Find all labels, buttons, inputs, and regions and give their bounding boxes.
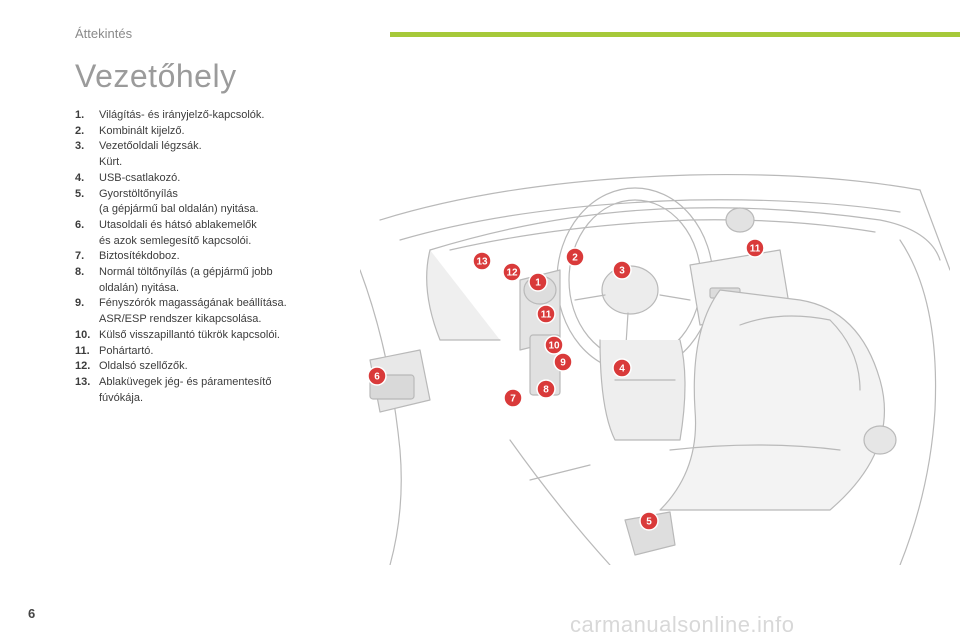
callout-label: 12 <box>506 268 518 279</box>
legend-text: Pohártartó. <box>99 344 154 357</box>
legend-number: 5. <box>75 187 85 200</box>
callout-label: 13 <box>476 257 488 268</box>
legend-item-5: 5. Gyorstöltőnyílás (a gépjármű bal olda… <box>75 187 335 218</box>
legend-item-2: 2. Kombinált kijelző. <box>75 124 335 140</box>
legend-number: 6. <box>75 218 85 231</box>
legend-number: 7. <box>75 250 85 263</box>
legend-number: 9. <box>75 297 85 310</box>
legend-text: oldalán) nyitása. <box>99 281 180 294</box>
callout-label: 9 <box>560 358 566 369</box>
callout-13: 13 <box>472 251 492 271</box>
callout-label: 3 <box>619 266 625 277</box>
legend-list: 1. Világítás- és irányjelző-kapcsolók. 2… <box>75 108 335 406</box>
legend-text: (a gépjármű bal oldalán) nyitása. <box>99 203 259 216</box>
legend-item-8: 8. Normál töltőnyílás (a gépjármű jobb o… <box>75 265 335 296</box>
callout-label: 1 <box>535 278 541 289</box>
legend-item-3: 3. Vezetőoldali légzsák. Kürt. <box>75 139 335 170</box>
legend-text: Világítás- és irányjelző-kapcsolók. <box>99 109 265 121</box>
legend-text: Fényszórók magasságának beállítása. <box>99 297 287 310</box>
legend-item-7: 7. Biztosítékdoboz. <box>75 249 335 265</box>
watermark: carmanualsonline.info <box>570 612 795 637</box>
legend-item-1: 1. Világítás- és irányjelző-kapcsolók. <box>75 108 335 124</box>
legend-number: 10. <box>75 328 91 341</box>
section-header: Áttekintés <box>75 26 133 41</box>
legend-number: 8. <box>75 266 85 279</box>
callout-label: 4 <box>619 364 625 375</box>
legend-text: Utasoldali és hátsó ablakemelők <box>99 218 257 231</box>
legend-text: Kombinált kijelző. <box>99 124 185 137</box>
legend-text: Kürt. <box>99 156 123 169</box>
page-number: 6 <box>28 606 36 621</box>
legend-text: Gyorstöltőnyílás <box>99 187 178 200</box>
callout-7: 7 <box>503 388 523 408</box>
legend-number: 11. <box>75 344 90 357</box>
callout-11-left: 11 <box>536 304 556 324</box>
callout-label: 11 <box>750 244 761 255</box>
legend-item-6: 6. Utasoldali és hátsó ablakemelők és az… <box>75 218 335 249</box>
callout-9: 9 <box>553 352 573 372</box>
legend-text: USB-csatlakozó. <box>99 171 181 184</box>
legend-text: Külső visszapillantó tükrök kapcsolói. <box>99 328 280 341</box>
legend-item-11: 11. Pohártartó. <box>75 344 335 360</box>
callout-label: 11 <box>541 310 552 321</box>
callout-10: 10 <box>544 335 564 355</box>
callout-3: 3 <box>612 260 632 280</box>
callout-8: 8 <box>536 379 556 399</box>
legend-text: Vezetőoldali légzsák. <box>99 140 202 153</box>
callout-label: 8 <box>543 385 549 396</box>
legend-text: Oldalsó szellőzők. <box>99 360 188 373</box>
callout-11-right: 11 <box>745 238 765 258</box>
legend-number: 2. <box>75 124 85 137</box>
callout-label: 6 <box>374 372 380 383</box>
legend-item-10: 10. Külső visszapillantó tükrök kapcsoló… <box>75 328 335 344</box>
legend-number: 3. <box>75 140 85 153</box>
callout-5: 5 <box>639 511 659 531</box>
callout-label: 10 <box>548 341 560 352</box>
legend-number: 12. <box>75 360 91 373</box>
callout-4: 4 <box>612 358 632 378</box>
callout-2: 2 <box>565 247 585 267</box>
callout-12: 12 <box>502 262 522 282</box>
legend-text: Ablaküvegek jég- és páramentesítő <box>99 375 272 388</box>
legend-number: 4. <box>75 171 85 184</box>
callout-6: 6 <box>367 366 387 386</box>
callout-label: 5 <box>646 517 652 528</box>
legend-item-12: 12. Oldalsó szellőzők. <box>75 359 335 375</box>
legend-item-4: 4. USB-csatlakozó. <box>75 171 335 187</box>
legend-text: fúvókája. <box>99 391 144 404</box>
legend-text: és azok semlegesítő kapcsolói. <box>99 234 252 247</box>
legend-number: 1. <box>75 109 85 121</box>
legend-item-13: 13. Ablaküvegek jég- és páramentesítő fú… <box>75 375 335 406</box>
callout-label: 2 <box>572 253 578 264</box>
page-title: Vezetőhely <box>75 58 237 94</box>
callout-1: 1 <box>528 272 548 292</box>
legend-number: 13. <box>75 375 91 388</box>
header-accent-bar <box>390 32 960 37</box>
dashboard-illustration: 1 2 3 4 5 6 7 8 9 10 11 11 12 13 <box>360 173 950 565</box>
legend-text: Biztosítékdoboz. <box>99 250 180 263</box>
callout-label: 7 <box>510 394 516 405</box>
legend-text: ASR/ESP rendszer kikapcsolása. <box>99 313 262 326</box>
legend-item-9: 9. Fényszórók magasságának beállítása. A… <box>75 296 335 327</box>
legend-text: Normál töltőnyílás (a gépjármű jobb <box>99 266 273 279</box>
